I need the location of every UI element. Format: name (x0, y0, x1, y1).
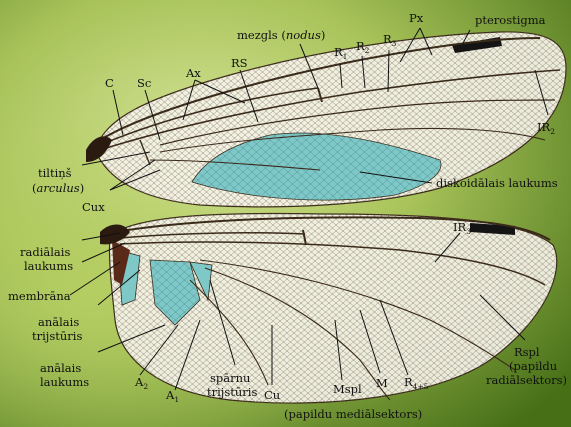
label-sc: Sc (137, 76, 151, 90)
label-analais-trijsturis-1: anālais (38, 315, 79, 329)
label-rspl-desc-2: radiālsektors) (486, 373, 567, 387)
label-radialais: radiālais (20, 245, 70, 259)
label-rspl: Rspl (514, 345, 540, 359)
label-cux: Cux (82, 200, 105, 214)
label-m: M (376, 376, 388, 390)
label-analais-laukums-1: anālais (40, 361, 81, 375)
label-px: Px (409, 11, 424, 25)
label-sparnu-1: spārnu (210, 371, 250, 385)
label-rspl-desc-1: (papildu (509, 359, 557, 373)
label-tiltins: tiltiņš (38, 166, 72, 180)
label-analais-laukums-2: laukums (40, 375, 89, 389)
label-ax: Ax (185, 66, 201, 80)
label-sparnu-2: trijstūris (207, 385, 257, 399)
label-membrana: membrāna (8, 289, 71, 303)
label-rs: RS (231, 56, 248, 70)
label-analais-trijsturis-2: trijstūris (32, 329, 82, 343)
label-c: C (105, 76, 114, 90)
label-cu: Cu (264, 388, 280, 402)
label-arculus: (arculus) (32, 181, 84, 195)
label-diskoidalais: diskoidālais laukums (436, 176, 558, 190)
label-mspl: Mspl (333, 382, 362, 396)
label-laukums: laukums (24, 259, 73, 273)
label-pterostigma: pterostigma (475, 13, 546, 27)
label-nodus: mezgls (nodus) (237, 28, 325, 42)
label-mspl-desc: (papildu mediālsektors) (284, 407, 422, 421)
